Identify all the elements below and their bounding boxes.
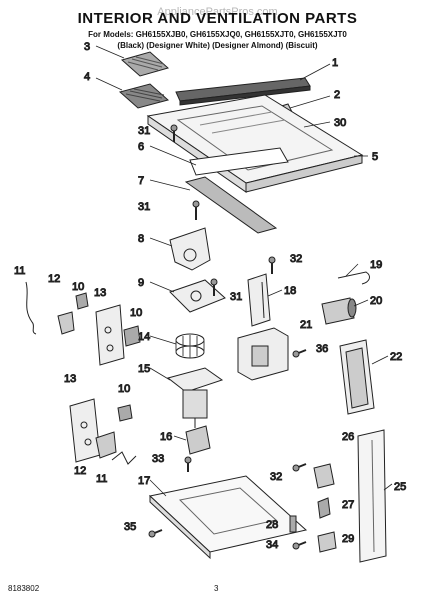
color-list: (Black) (Designer White) (Designer Almon… xyxy=(117,41,318,50)
callout-13-top: 13 xyxy=(94,287,106,299)
part-33-screw xyxy=(184,456,192,472)
callout-9: 9 xyxy=(138,277,144,289)
part-11-wire-bottom xyxy=(111,451,137,465)
part-11-wire-top xyxy=(25,281,37,335)
leader-lines xyxy=(95,45,393,497)
part-31-screw-c xyxy=(210,278,218,296)
watermark: AppliancePartsPros.com xyxy=(157,6,278,18)
part-31-screw-b xyxy=(192,200,200,220)
part-28-spacer xyxy=(289,515,297,533)
part-18-bracket xyxy=(247,273,271,327)
part-20-lamp xyxy=(321,297,357,325)
part-14-blower-wheel xyxy=(175,333,205,359)
callout-13-bottom: 13 xyxy=(64,373,76,385)
page-number: 3 xyxy=(214,584,219,593)
callout-22: 22 xyxy=(390,351,402,363)
part-13-bracket-bottom xyxy=(69,398,101,463)
callout-32-a: 32 xyxy=(290,253,302,265)
part-3-grease-filter xyxy=(120,51,170,77)
callout-10-bottom: 10 xyxy=(118,383,130,395)
part-9-motor-plate xyxy=(169,279,226,313)
callout-10-mid: 10 xyxy=(130,307,142,319)
callout-10-top: 10 xyxy=(72,281,84,293)
part-1-vent-grille-bar xyxy=(175,77,311,106)
callout-14: 14 xyxy=(138,331,150,343)
part-13-bracket-top xyxy=(95,304,125,366)
callout-15: 15 xyxy=(138,363,150,375)
part-27-clip xyxy=(317,497,331,519)
callout-26: 26 xyxy=(342,431,354,443)
model-list: For Models: GH6155XJB0, GH6155XJQ0, GH61… xyxy=(88,30,347,39)
part-8-blower-housing xyxy=(169,227,211,271)
page-title: INTERIOR AND VENTILATION PARTS xyxy=(77,10,358,27)
callout-31-c: 31 xyxy=(230,291,242,303)
part-21-transformer xyxy=(237,327,289,381)
part-35-screw xyxy=(148,529,163,538)
callout-32-b: 32 xyxy=(270,471,282,483)
callout-3: 3 xyxy=(84,41,90,53)
callout-17: 17 xyxy=(138,475,150,487)
callout-29: 29 xyxy=(342,533,354,545)
callout-5: 5 xyxy=(372,151,378,163)
part-22-control-panel xyxy=(339,339,375,415)
part-5-bottom-tray xyxy=(146,94,364,193)
part-29-bushing xyxy=(317,531,337,553)
part-4-charcoal-filter xyxy=(118,83,170,109)
callout-18: 18 xyxy=(284,285,296,297)
part-19-wire-harness xyxy=(337,271,370,285)
part-26-latch xyxy=(313,463,335,489)
callout-31-a: 31 xyxy=(138,125,150,137)
callout-21: 21 xyxy=(300,319,312,331)
callout-4: 4 xyxy=(84,71,90,83)
part-17-base-plate xyxy=(148,475,308,560)
part-12-lamp-holder-top xyxy=(57,311,75,335)
callout-30: 30 xyxy=(334,117,346,129)
callout-27: 27 xyxy=(342,499,354,511)
callout-36: 36 xyxy=(316,343,328,355)
callout-31-b: 31 xyxy=(138,201,150,213)
callout-7: 7 xyxy=(138,175,144,187)
part-31-screw-a xyxy=(170,124,178,142)
part-34-screw xyxy=(292,541,307,550)
part-15-fan-motor xyxy=(166,367,224,428)
callout-35: 35 xyxy=(124,521,136,533)
callout-19: 19 xyxy=(370,259,382,271)
document-number: 8183802 xyxy=(8,584,40,593)
callout-6: 6 xyxy=(138,141,144,153)
part-6-light-lens xyxy=(189,147,289,176)
callout-2: 2 xyxy=(334,89,340,101)
callout-20: 20 xyxy=(370,295,382,307)
callout-1: 1 xyxy=(332,57,338,69)
callout-28: 28 xyxy=(266,519,278,531)
callout-34: 34 xyxy=(266,539,278,551)
part-36-screw xyxy=(292,349,307,358)
callout-labels: 1 2 3 4 5 6 7 8 9 10 10 10 11 11 12 12 1… xyxy=(14,41,407,552)
callout-16: 16 xyxy=(160,431,172,443)
callout-12-top: 12 xyxy=(48,273,60,285)
part-32-screw-a xyxy=(268,256,276,274)
part-25-side-panel xyxy=(357,429,387,563)
part-7-rail xyxy=(184,176,278,234)
part-12-lamp-holder-bottom xyxy=(95,431,117,459)
callout-33: 33 xyxy=(152,453,164,465)
callout-25: 25 xyxy=(394,481,406,493)
callout-11-bottom: 11 xyxy=(96,473,107,485)
part-32-screw-b xyxy=(292,463,307,472)
callout-11-top: 11 xyxy=(14,265,25,277)
part-10-switch-bottom xyxy=(117,404,133,422)
callout-12-bottom: 12 xyxy=(74,465,86,477)
part-16-thermal-switch xyxy=(185,425,211,455)
callout-8: 8 xyxy=(138,233,144,245)
part-10-switch-mid xyxy=(123,325,141,347)
part-10-switch-top xyxy=(75,292,89,310)
